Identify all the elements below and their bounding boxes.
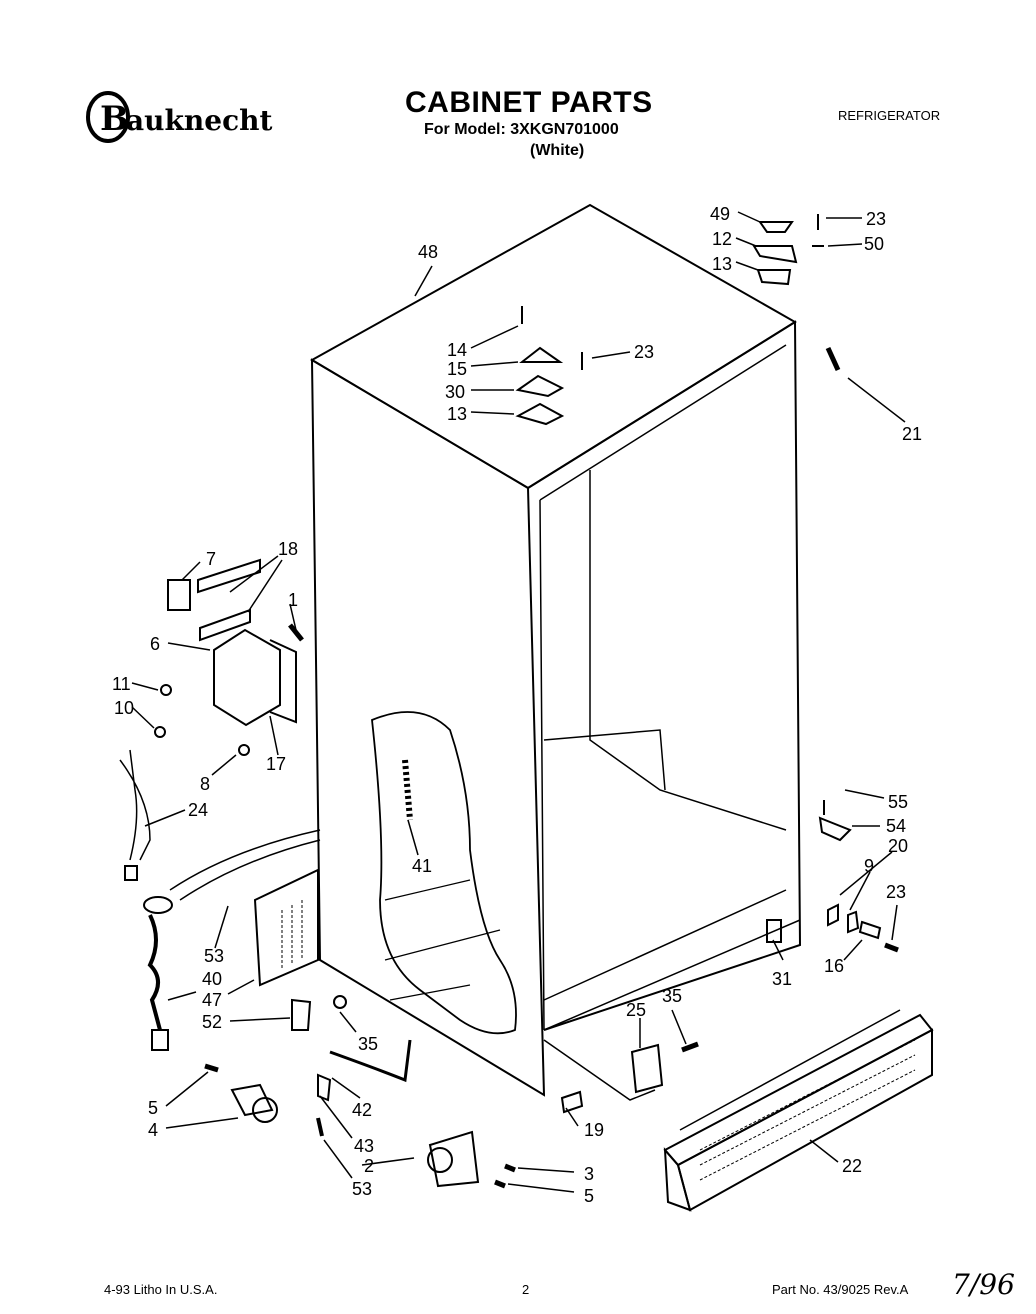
callout-2: 2 <box>364 1156 374 1176</box>
power-cord-assembly <box>143 829 347 1051</box>
callout-17: 17 <box>266 754 286 774</box>
callout-20: 20 <box>888 836 908 856</box>
callout-10: 10 <box>114 698 134 718</box>
leader-lines <box>131 211 906 1193</box>
callout-4: 4 <box>148 1120 158 1140</box>
top-hinge-stack <box>752 214 841 372</box>
callout-42: 42 <box>352 1100 372 1120</box>
callout-11: 11 <box>112 674 131 694</box>
callout-24: 24 <box>188 800 208 820</box>
svg-text:B: B <box>100 99 129 139</box>
brand-logo: B auknecht <box>86 91 272 143</box>
control-box-assembly <box>119 558 304 881</box>
callout-41: 41 <box>412 856 432 876</box>
page-title: CABINET PARTS <box>405 86 653 119</box>
callout-48: 48 <box>418 242 438 262</box>
callout-13: 13 <box>712 254 732 274</box>
callout-23: 23 <box>866 209 886 229</box>
callout-31: 31 <box>772 969 792 989</box>
roller-and-valve-parts <box>204 800 899 1189</box>
callout-23: 23 <box>886 882 906 902</box>
callout-9: 9 <box>864 856 874 876</box>
callout-16: 16 <box>824 956 844 976</box>
callout-52: 52 <box>202 1012 222 1032</box>
callout-55: 55 <box>888 792 908 812</box>
callout-25: 25 <box>626 1000 646 1020</box>
grille-part <box>663 1009 934 1212</box>
callout-53: 53 <box>204 946 224 966</box>
callout-6: 6 <box>150 634 160 654</box>
svg-text:auknecht: auknecht <box>126 104 272 137</box>
center-hinge-stack <box>515 306 583 426</box>
callout-50: 50 <box>864 234 884 254</box>
callout-35: 35 <box>358 1034 378 1054</box>
model-line: For Model: 3XKGN701000 <box>424 121 619 138</box>
callout-labels: 48 49 12 13 23 50 14 15 30 13 23 21 7 18… <box>112 204 922 1206</box>
callout-18: 18 <box>278 539 298 559</box>
callout-1: 1 <box>288 590 298 610</box>
callout-5: 5 <box>148 1098 158 1118</box>
callout-43: 43 <box>354 1136 374 1156</box>
handwritten-date: 7/96 <box>952 1268 1015 1301</box>
callout-7: 7 <box>206 549 216 569</box>
callout-21: 21 <box>902 424 922 444</box>
callout-14: 14 <box>447 340 467 360</box>
color-line: (White) <box>530 142 585 159</box>
callout-53: 53 <box>352 1179 372 1199</box>
callout-22: 22 <box>842 1156 862 1176</box>
callout-3: 3 <box>584 1164 594 1184</box>
callout-47: 47 <box>202 990 222 1010</box>
callout-5: 5 <box>584 1186 594 1206</box>
callout-15: 15 <box>447 359 467 379</box>
callout-23: 23 <box>634 342 654 362</box>
callout-54: 54 <box>886 816 906 836</box>
page-number: 2 <box>522 1282 530 1297</box>
callout-8: 8 <box>200 774 210 794</box>
callout-40: 40 <box>202 969 222 989</box>
callout-30: 30 <box>445 382 465 402</box>
callout-35: 35 <box>662 986 682 1006</box>
callout-12: 12 <box>712 229 732 249</box>
part-number: Part No. 43/9025 Rev.A <box>772 1282 909 1297</box>
callout-49: 49 <box>710 204 730 224</box>
cabinet-body <box>309 203 802 1101</box>
callout-13: 13 <box>447 404 467 424</box>
litho-note: 4-93 Litho In U.S.A. <box>104 1282 218 1297</box>
callout-19: 19 <box>584 1120 604 1140</box>
category-label: REFRIGERATOR <box>838 108 941 123</box>
